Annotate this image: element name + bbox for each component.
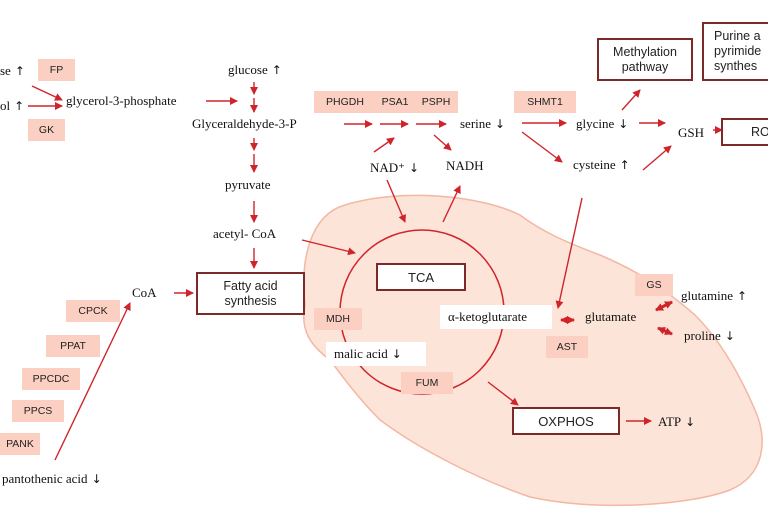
metabolite-glucose-left: se↑	[0, 63, 25, 79]
tca-box: TCA	[376, 263, 466, 291]
up-arrow-icon: ↑	[14, 99, 25, 113]
purine-pyrimidine-synthesis-box: Purine a pyrimide synthes	[702, 22, 768, 81]
down-arrow-icon: ↓	[409, 161, 420, 175]
metabolite-nad: NAD⁺↓	[370, 160, 419, 176]
double-arrow-glutamate-proline	[657, 326, 673, 336]
up-arrow-icon: ↑	[271, 63, 282, 77]
metabolite-pantothenic-acid-text: pantothenic acid	[2, 471, 88, 486]
enzyme-ast: AST	[546, 336, 588, 358]
metabolite-coa: CoA	[132, 285, 157, 300]
enzyme-psph: PSPH	[414, 91, 458, 113]
metabolite-pantothenic-acid: pantothenic acid↓	[2, 471, 102, 487]
enzyme-ppat: PPAT	[46, 335, 100, 357]
enzyme-ppcdc: PPCDC	[22, 368, 80, 390]
enzyme-gs: GS	[635, 274, 673, 296]
arrow-tca-to-nadh	[442, 185, 461, 223]
metabolite-glutamine-text: glutamine	[681, 288, 733, 303]
down-arrow-icon: ↓	[618, 117, 629, 131]
enzyme-mdh: MDH	[314, 308, 362, 330]
metabolite-atp-text: ATP	[658, 414, 682, 429]
metabolite-proline: proline↓	[684, 328, 735, 344]
arrow-tca-to-oxphos	[487, 381, 519, 406]
enzyme-ppcs: PPCS	[12, 400, 64, 422]
arrow-cysteine-to-akg	[555, 197, 583, 309]
arrow-acetylcoa-to-tca	[301, 239, 356, 256]
arrow-serine-to-cysteine	[521, 131, 563, 163]
down-arrow-icon: ↓	[685, 415, 696, 429]
metabolite-glucose-left-text: se	[0, 63, 11, 78]
metabolite-glycerol: ol↑	[0, 98, 24, 114]
metabolite-gsh: GSH	[678, 125, 705, 140]
enzyme-fp: FP	[38, 59, 75, 81]
metabolite-nadh: NADH	[446, 158, 484, 173]
metabolite-glycine: glycine↓	[576, 116, 628, 132]
fatty-acid-synthesis-box: Fatty acid synthesis	[196, 272, 305, 315]
arrow-glycine-to-methylation	[621, 89, 641, 111]
metabolite-cysteine-text: cysteine	[573, 157, 616, 172]
metabolite-glycerol-3-phosphate: glycerol-3-phosphate	[66, 93, 177, 108]
arrow-nad-to-tca	[386, 179, 406, 223]
metabolite-pyruvate: pyruvate	[225, 177, 271, 192]
down-arrow-icon: ↓	[495, 117, 506, 131]
metabolite-acetyl-coa: acetyl- CoA	[213, 226, 277, 241]
metabolite-glucose-text: glucose	[228, 62, 268, 77]
arrow-nad-to-psa1	[373, 137, 395, 153]
metabolite-glycine-text: glycine	[576, 116, 615, 131]
metabolite-glutamine: glutamine ↑	[681, 288, 747, 304]
up-arrow-icon: ↑	[737, 289, 748, 303]
metabolite-malic-acid-text: malic acid	[334, 346, 388, 361]
metabolite-cysteine: cysteine↑	[573, 157, 630, 173]
methylation-pathway-box: Methylation pathway	[597, 38, 693, 81]
metabolite-glucose: glucose↑	[228, 62, 282, 78]
arrow-pantothenate-to-coa	[54, 302, 131, 461]
metabolite-glutamate: glutamate	[585, 309, 637, 324]
enzyme-pank: PANK	[0, 433, 40, 455]
down-arrow-icon: ↓	[91, 472, 102, 486]
metabolite-atp: ATP↓	[658, 414, 695, 430]
up-arrow-icon: ↑	[619, 158, 630, 172]
arrow-cysteine-to-gsh	[642, 145, 672, 171]
arrow-psa1-to-nadh	[433, 134, 452, 151]
enzyme-phgdh: PHGDH	[314, 91, 376, 113]
enzyme-cpck: CPCK	[66, 300, 120, 322]
enzyme-psa1: PSA1	[376, 91, 414, 113]
enzyme-shmt1: SHMT1	[514, 91, 576, 113]
ros-box: RO	[721, 118, 768, 146]
enzyme-fum: FUM	[401, 372, 453, 394]
down-arrow-icon: ↓	[724, 329, 735, 343]
metabolite-glycerol-text: ol	[0, 98, 11, 113]
metabolite-proline-text: proline	[684, 328, 721, 343]
enzyme-gk: GK	[28, 119, 65, 141]
arrow-glucose-to-g3p	[31, 85, 63, 101]
metabolite-malic-acid: malic acid↓	[326, 342, 426, 366]
metabolite-glyceraldehyde-3-p: Glyceraldehyde-3-P	[192, 116, 297, 131]
double-arrow-glutamate-glutamine	[655, 300, 673, 312]
metabolite-serine-text: serine	[460, 116, 492, 131]
oxphos-box: OXPHOS	[512, 407, 620, 435]
up-arrow-icon: ↑	[14, 64, 25, 78]
metabolite-serine: serine↓	[460, 116, 505, 132]
metabolite-nad-text: NAD⁺	[370, 160, 406, 175]
down-arrow-icon: ↓	[391, 347, 402, 361]
metabolite-alpha-ketoglutarate: α-ketoglutarate	[440, 305, 552, 329]
